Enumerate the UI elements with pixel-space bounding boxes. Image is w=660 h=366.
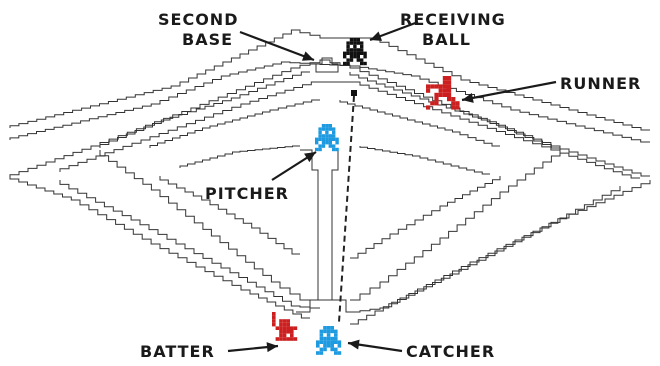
callout-arrows [227,20,557,353]
ball-path-line [338,95,355,323]
arrow-catcher [347,339,403,353]
label-catcher: CATCHER [406,342,496,361]
second-base-marker [315,57,339,73]
field-outline-lines [9,29,651,325]
arrow-pitcher [271,151,317,181]
outfield-line-1 [9,29,650,131]
lower-line-4 [350,186,621,313]
arrow-runner [461,80,557,103]
label-receiving-ball-line1: RECEIVING [400,10,506,29]
arrow-batter [227,342,279,353]
lower-line-2 [350,180,651,325]
infield-left-lower [99,150,310,301]
home-plate-outline [296,299,360,313]
ball [351,90,357,96]
lower-line-3 [59,180,320,309]
runner-icon [426,76,460,110]
label-second-base-line1: SECOND [158,10,239,29]
mound-edge-right [359,146,490,175]
batter-icon [272,312,298,341]
catcher-icon [316,326,342,355]
lower-line-1 [9,176,310,319]
label-second-base-line2: BASE [182,30,234,49]
second-base-fielder-icon [343,38,367,66]
label-pitcher: PITCHER [205,184,289,203]
inner-diamond-left-bottom [159,176,300,255]
inner-diamond-right-top [339,100,500,147]
infield-right-upper [349,72,560,149]
label-batter: BATTER [140,342,215,361]
label-runner: RUNNER [560,74,642,93]
infield-left-upper [99,71,310,148]
pitcher-mound-column [300,149,339,301]
arrow-receiving-ball [369,20,419,42]
outfield-line-4 [59,81,640,179]
infield-right-lower [350,150,561,301]
mound-edge-left [179,145,300,168]
arrow-second-base [239,30,315,62]
inner-diamond-right-bottom [350,176,501,259]
pitcher-icon [315,124,339,152]
inner-diamond-left-top [149,99,320,148]
label-receiving-ball-line2: BALL [422,30,471,49]
